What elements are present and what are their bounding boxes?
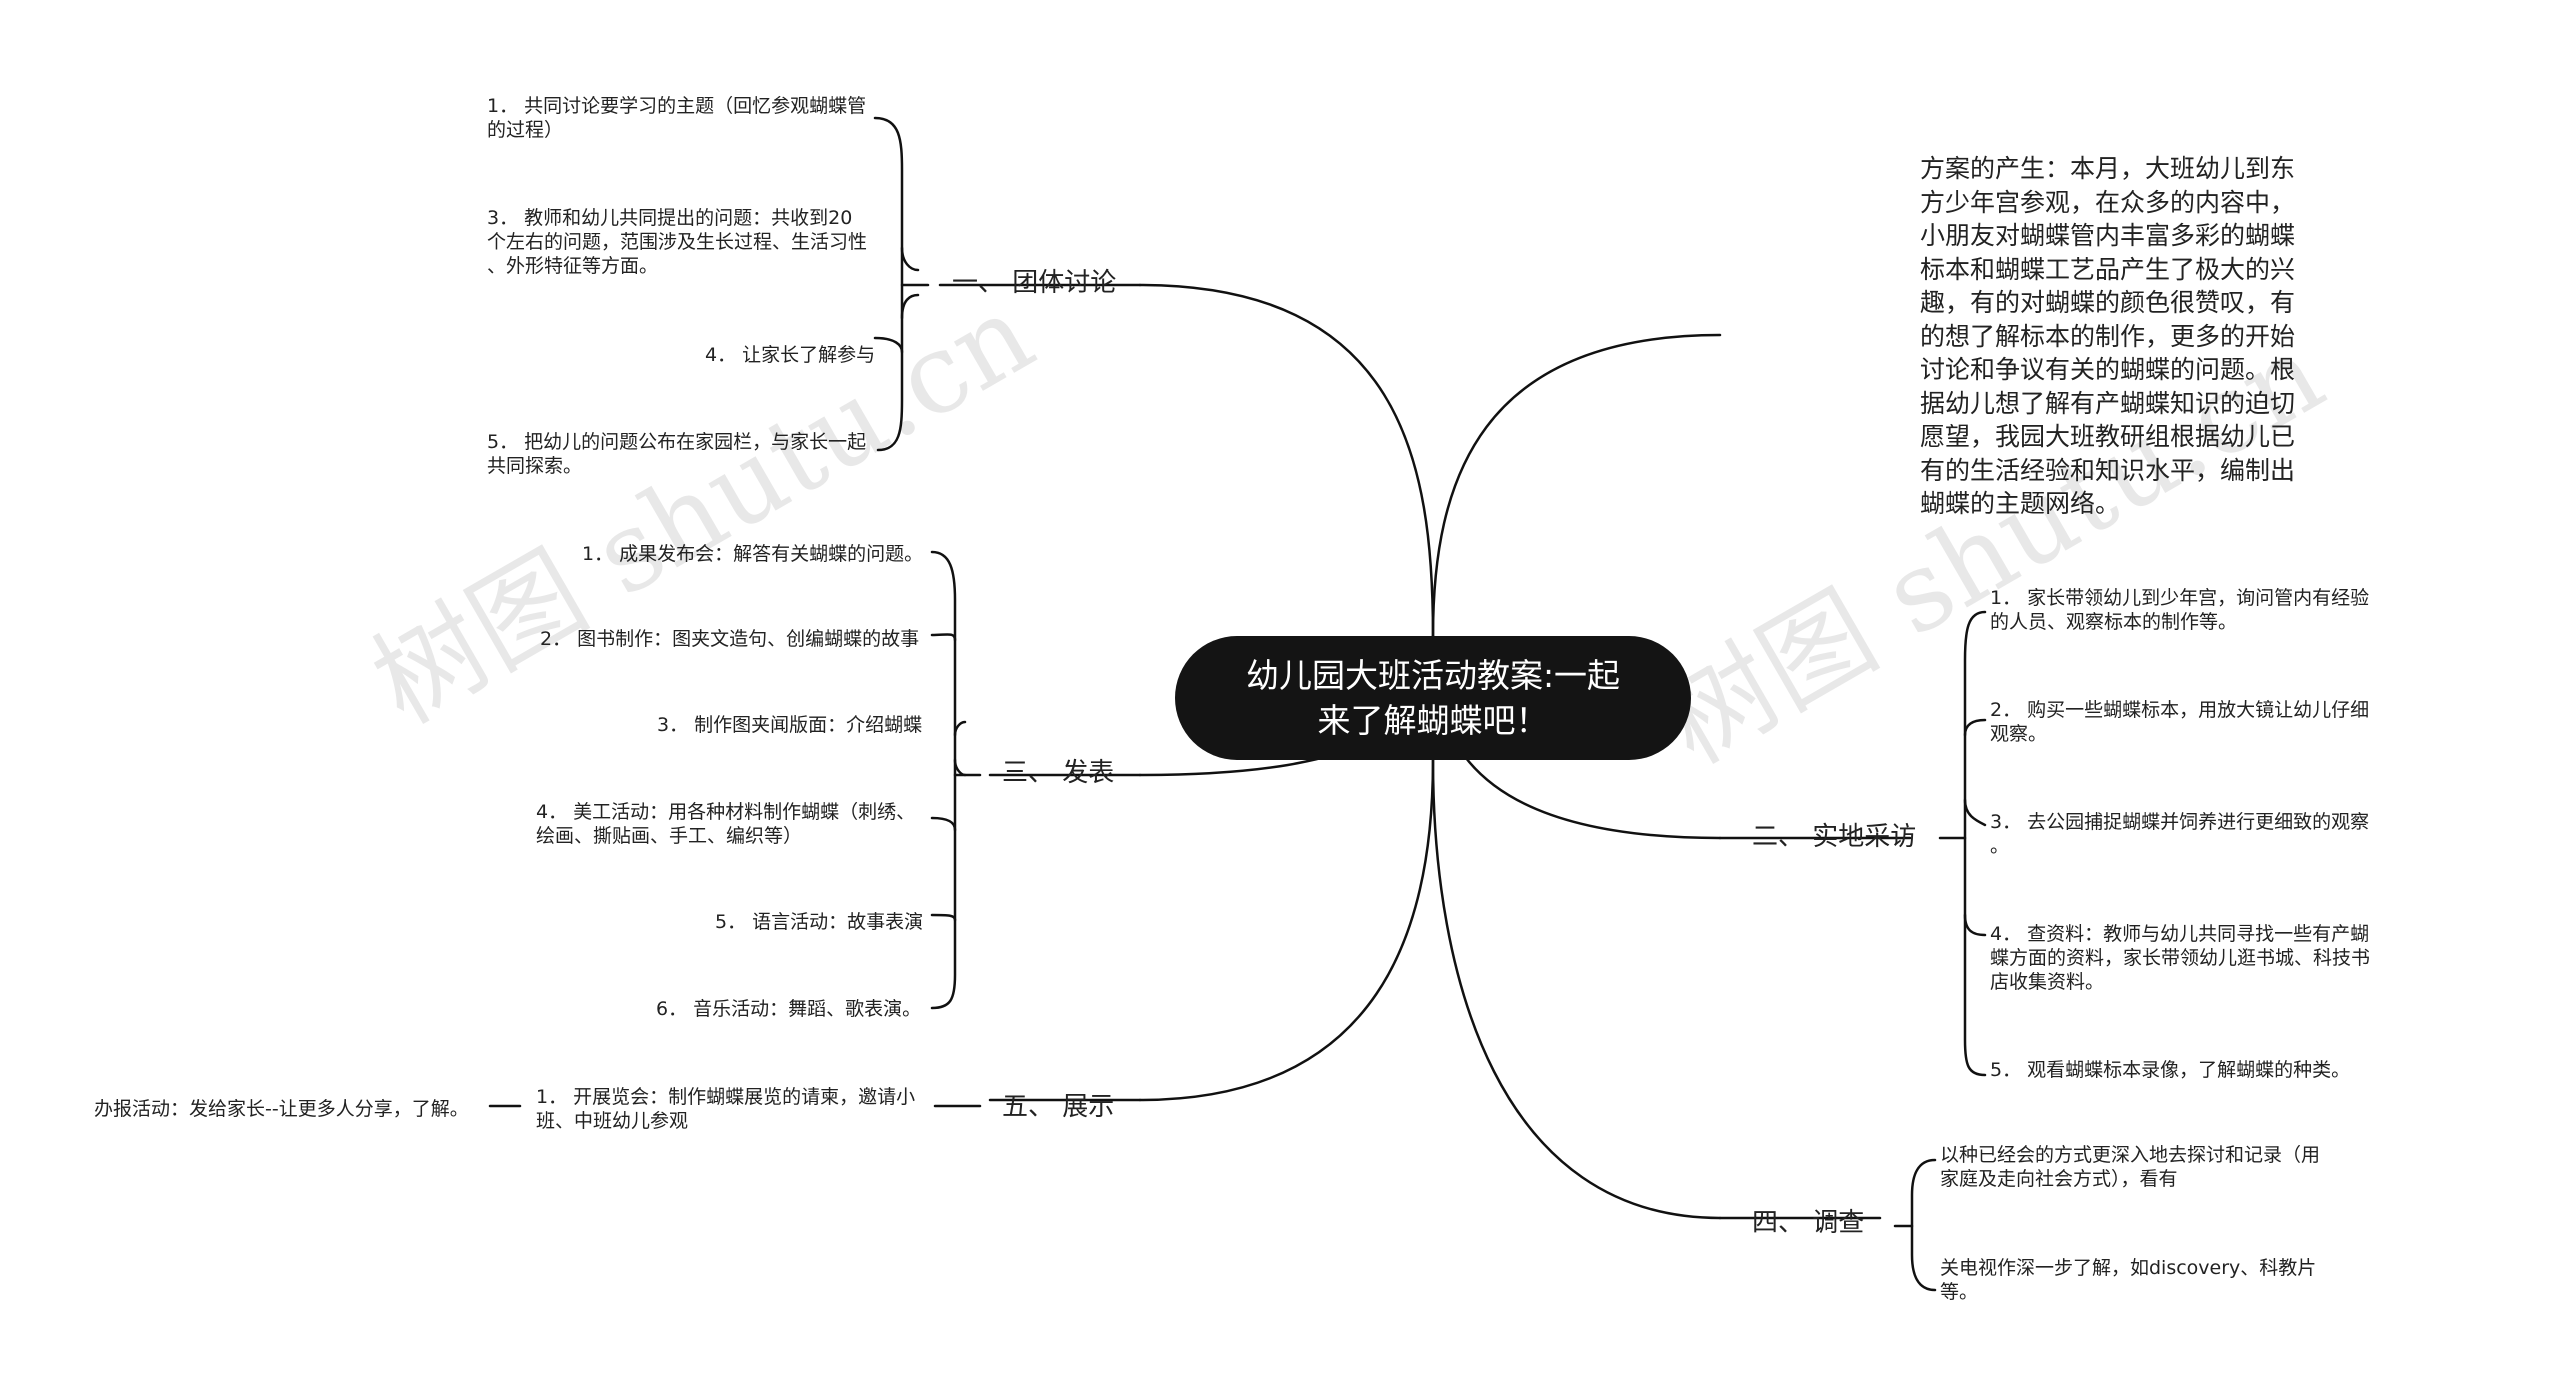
root-node[interactable]: 幼儿园大班活动教案:一起 来了解蝴蝶吧！ xyxy=(1175,636,1691,760)
list-item: 4． 让家长了解参与 xyxy=(705,344,876,366)
branch-display[interactable]: 五、 展示 xyxy=(1002,1092,1115,1122)
list-item: 3． 去公园捕捉蝴蝶并饲养进行更细致的观察。 xyxy=(1990,811,2370,857)
list-item: 1． 成果发布会：解答有关蝴蝶的问题。 xyxy=(582,543,924,565)
branch-survey[interactable]: 四、 调查 xyxy=(1752,1208,1865,1238)
list-item: 1． 开展览会：制作蝴蝶展览的请柬，邀请小班、中班幼儿参观 xyxy=(536,1086,916,1132)
root-title-line2: 来了解蝴蝶吧！ xyxy=(1317,701,1549,740)
edge-root-b4 xyxy=(1431,758,1722,1220)
list-item: 5． 观看蝴蝶标本录像，了解蝴蝶的种类。 xyxy=(1990,1059,2351,1081)
list-item: 关电视作深一步了解，如discovery、科教片等。 xyxy=(1940,1257,2317,1303)
list-item: 4． 查资料：教师与幼儿共同寻找一些有产蝴蝶方面的资料，家长带领幼儿逛书城、科技… xyxy=(1990,923,2371,993)
list-item-sub: 办报活动：发给家长--让更多人分享，了解。 xyxy=(94,1098,469,1120)
list-item: 5． 语言活动：故事表演 xyxy=(715,911,924,933)
intro-paragraph: 方案的产生：本月，大班幼儿到东 方少年宫参观，在众多的内容中， 小朋友对蝴蝶管内… xyxy=(1920,154,2296,518)
list-item: 5． 把幼儿的问题公布在家园栏，与家长一起共同探索。 xyxy=(487,431,867,477)
list-item: 2． 购买一些蝴蝶标本，用放大镜让幼儿仔细观察。 xyxy=(1990,699,2370,745)
edge-root-b1 xyxy=(1138,283,1435,638)
edge-root-b5 xyxy=(1138,758,1435,1102)
list-item: 1． 共同讨论要学习的主题（回忆参观蝴蝶管的过程） xyxy=(487,95,867,141)
branch-field-visit[interactable]: 二、 实地采访 xyxy=(1752,822,1917,852)
list-item: 2． 图书制作：图夹文造句、创编蝴蝶的故事 xyxy=(540,628,920,650)
list-item: 4． 美工活动：用各种材料制作蝴蝶（刺绣、绘画、撕贴画、手工、编织等） xyxy=(536,801,916,847)
branch-presentation[interactable]: 三、 发表 xyxy=(1002,758,1115,788)
list-item: 以种已经会的方式更深入地去探讨和记录（用家庭及走向社会方式），看有 xyxy=(1940,1144,2321,1190)
branch-discussion[interactable]: 一、 团体讨论 xyxy=(952,268,1117,298)
list-item: 6． 音乐活动：舞蹈、歌表演。 xyxy=(656,998,922,1020)
list-item: 1． 家长带领幼儿到少年宫，询问管内有经验的人员、观察标本的制作等。 xyxy=(1990,587,2370,633)
root-title-line1: 幼儿园大班活动教案:一起 xyxy=(1245,656,1621,695)
edge-root-intro xyxy=(1431,333,1722,638)
list-item: 3． 制作图夹闻版面：介绍蝴蝶 xyxy=(657,714,923,736)
